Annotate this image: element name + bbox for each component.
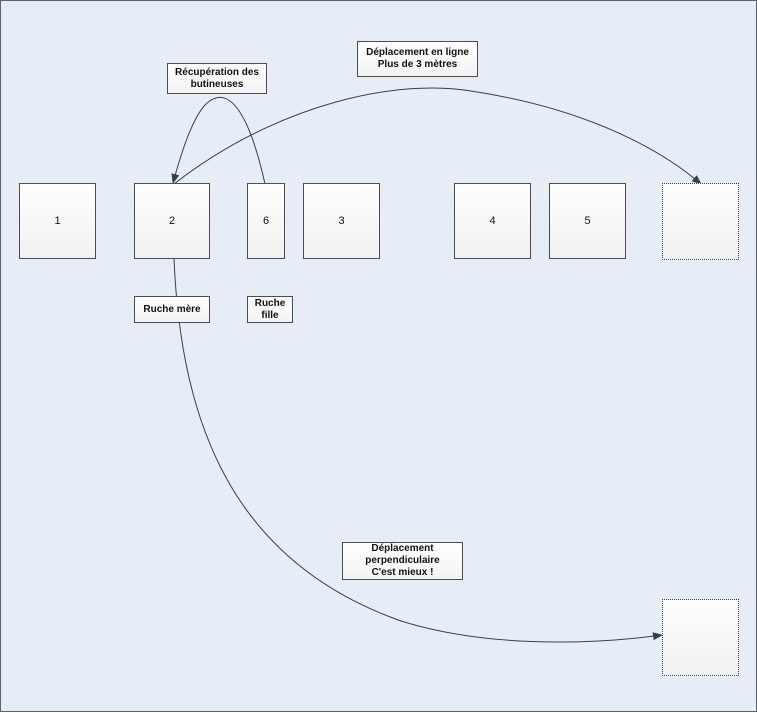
hive-5-number: 5 xyxy=(584,215,591,227)
label-deplacement-perpendiculaire: Déplacement perpendiculaire C'est mieux … xyxy=(342,542,463,580)
arrow-recuperation xyxy=(171,97,266,185)
arrow-deplacement-perp xyxy=(173,258,663,643)
hive-4-number: 4 xyxy=(489,215,496,227)
arrow-deplacement-ligne xyxy=(173,87,702,185)
hive-3: 3 xyxy=(303,183,380,259)
hive-5: 5 xyxy=(549,183,626,259)
hive-2-number: 2 xyxy=(168,215,176,227)
label-ruche-mere: Ruche mère xyxy=(134,296,210,323)
label-recuperation-butineuses: Récupération des butineuses xyxy=(167,63,267,94)
hive-2: 2 xyxy=(134,183,210,259)
destination-inline-placeholder xyxy=(662,183,739,260)
hive-6: 6 xyxy=(247,183,285,259)
label-ruche-fille: Ruche fille xyxy=(247,296,293,323)
destination-perpendicular-placeholder xyxy=(662,599,739,676)
hive-1-number: 1 xyxy=(54,215,61,227)
hive-3-number: 3 xyxy=(338,215,345,227)
hive-4: 4 xyxy=(454,183,531,259)
label-deplacement-en-ligne: Déplacement en ligne Plus de 3 mètres xyxy=(357,41,478,77)
hive-1: 1 xyxy=(19,183,96,259)
hive-6-number: 6 xyxy=(262,215,270,227)
